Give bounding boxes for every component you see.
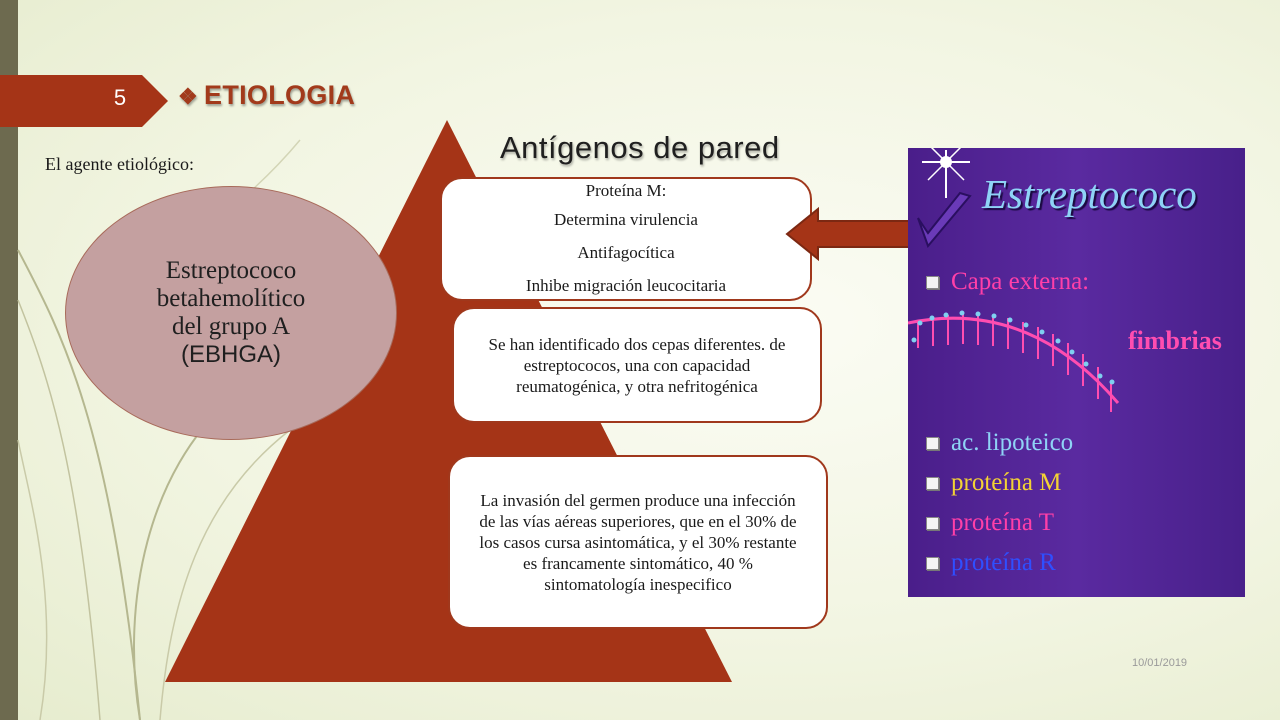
- panel-item-label: proteína T: [951, 509, 1054, 536]
- slide-number-tab: [0, 75, 168, 127]
- circle-abbreviation: (EBHGA): [180, 341, 281, 368]
- checkbox-bullet-icon: [926, 476, 939, 490]
- sparkle-icon: [922, 148, 970, 198]
- circle-line-3: del grupo A: [171, 313, 291, 340]
- panel-item: proteína T: [926, 509, 1054, 537]
- protein-m-item: Antifagocítica: [577, 243, 675, 262]
- checkbox-bullet-icon: [926, 516, 939, 530]
- slide-title-text: ETIOLOGIA: [204, 80, 356, 110]
- panel-item-capa: Capa externa:: [926, 268, 1089, 296]
- panel-item: ac. lipoteico: [926, 429, 1073, 457]
- slide-title: ❖ETIOLOGIA: [178, 80, 355, 111]
- panel-title: Estreptococo: [982, 171, 1197, 217]
- circle-line-1: Estreptococo: [165, 257, 297, 284]
- infection-box: La invasión del germen produce una infec…: [448, 455, 828, 629]
- checkbox-bullet-icon: [926, 556, 939, 570]
- panel-item: proteína M: [926, 469, 1061, 497]
- protein-m-item: Inhibe migración leucocitaria: [525, 276, 727, 295]
- checkbox-bullet-icon: [926, 436, 939, 450]
- panel-item-label: Capa externa:: [951, 268, 1090, 295]
- slide-number: 5: [113, 85, 127, 110]
- circle-line-2: betahemolítico: [156, 285, 306, 312]
- fimbriae-illustration: [908, 148, 1120, 412]
- agent-circle: Estreptococo betahemolítico del grupo A …: [65, 186, 397, 440]
- protein-m-item: Determina virulencia: [554, 210, 698, 229]
- panel-item: proteína R: [926, 549, 1056, 577]
- strains-box: Se han identificado dos cepas diferentes…: [452, 307, 822, 423]
- left-accent-bar: [0, 0, 18, 720]
- protein-m-heading: Proteína M:: [585, 181, 667, 200]
- slide-date: 10/01/2019: [1132, 657, 1188, 669]
- panel-item-label: proteína R: [951, 549, 1056, 576]
- infection-text: La invasión del germen produce una infec…: [479, 490, 797, 594]
- fimbrias-label: fimbrias: [1128, 326, 1222, 355]
- streptococcus-panel: Estreptococo Capa externa: fimbrias ac. …: [908, 148, 1245, 597]
- agent-label: El agente etiológico:: [45, 154, 194, 174]
- protein-m-box: Proteína M: Determina virulencia Antifag…: [440, 177, 812, 301]
- panel-item-label: proteína M: [951, 469, 1062, 496]
- antigens-heading: Antígenos de pared: [500, 130, 780, 165]
- diamond-bullet-icon: ❖: [178, 84, 199, 109]
- checkbox-bullet-icon: [926, 275, 939, 289]
- panel-item-label: ac. lipoteico: [951, 429, 1074, 456]
- strains-text: Se han identificado dos cepas diferentes…: [488, 334, 786, 396]
